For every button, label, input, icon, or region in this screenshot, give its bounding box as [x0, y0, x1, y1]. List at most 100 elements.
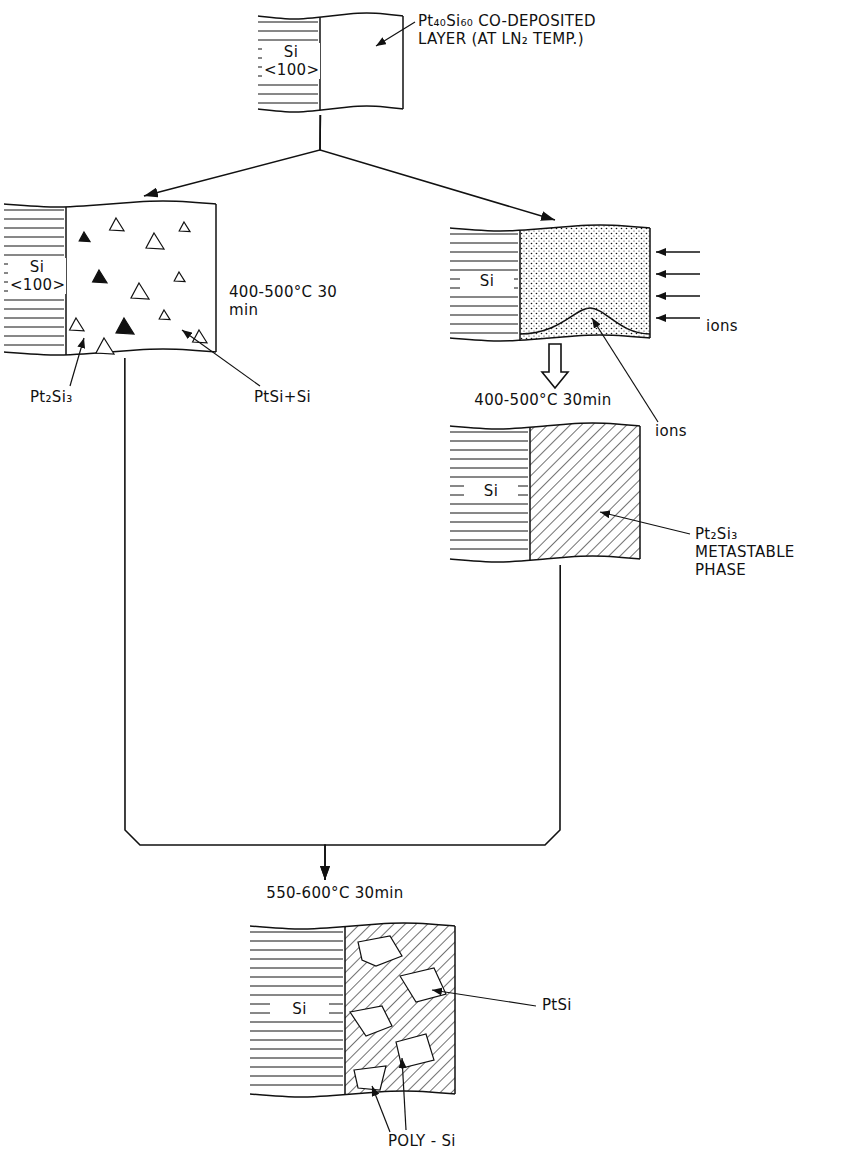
substrate-hatch	[250, 986, 343, 987]
film-fill	[520, 225, 650, 340]
substrate-hatch	[450, 315, 518, 316]
substrate-hatch	[250, 1067, 343, 1068]
anneal-condition: 400-500°C 30 min	[229, 283, 344, 319]
ion-callout: ions	[706, 317, 766, 335]
sample-panel: SiPt₂Si₃ METASTABLE PHASE	[450, 420, 640, 565]
substrate-hatch	[250, 1058, 343, 1059]
substrate-hatch	[250, 968, 343, 969]
process-connector	[320, 115, 555, 220]
substrate-hatch	[450, 450, 528, 451]
sample-panel: Si <100>Pt₄₀Si₆₀ CO-DEPOSITED LAYER (AT …	[258, 10, 403, 115]
substrate-hatch	[258, 103, 318, 104]
substrate-hatch	[250, 1031, 343, 1032]
crystallite	[179, 222, 190, 232]
process-connector	[325, 565, 560, 880]
substrate-label: Si <100>	[8, 258, 66, 294]
sample-edge	[250, 923, 455, 929]
substrate-hatch	[450, 306, 518, 307]
sample-edge	[258, 106, 403, 112]
interface-line	[529, 427, 531, 560]
substrate-hatch	[450, 261, 518, 262]
leader-line	[432, 990, 536, 1006]
substrate-hatch	[250, 995, 343, 996]
substrate-hatch	[4, 255, 64, 256]
phase-callout: Pt₂Si₃	[30, 388, 94, 406]
crystallite	[131, 283, 149, 299]
substrate-hatch	[450, 432, 528, 433]
crystallite	[116, 318, 134, 334]
anneal-condition: 400-500°C 30min	[471, 391, 614, 409]
poly-si-grain	[354, 1066, 386, 1090]
poly-si-grain	[358, 936, 402, 966]
leader-line	[372, 1086, 390, 1132]
substrate-hatch	[4, 309, 64, 310]
crystallite	[193, 330, 207, 343]
substrate-hatch	[450, 234, 518, 235]
sample-panel: SiPtSiPOLY - Si	[250, 920, 455, 1100]
film-surface	[215, 204, 217, 352]
crystallite	[96, 338, 114, 354]
phase-callout: POLY - Si	[388, 1132, 498, 1150]
crystallite	[174, 272, 185, 282]
crystallite	[93, 270, 107, 283]
ion-beam-arrow	[656, 317, 700, 319]
substrate-hatch	[450, 297, 518, 298]
crystallite	[110, 218, 124, 231]
substrate-hatch	[4, 228, 64, 229]
substrate-hatch	[450, 324, 518, 325]
substrate-hatch	[450, 243, 518, 244]
substrate-hatch	[4, 300, 64, 301]
layer-callout: Pt₄₀Si₆₀ CO-DEPOSITED LAYER (AT LN₂ TEMP…	[418, 12, 603, 48]
process-arrow	[542, 344, 568, 388]
substrate-hatch	[250, 1049, 343, 1050]
substrate-hatch	[250, 950, 343, 951]
substrate-hatch	[258, 22, 318, 23]
poly-si-grain	[350, 1006, 392, 1036]
film-surface	[639, 426, 641, 559]
substrate-hatch	[4, 237, 64, 238]
sample-edge	[250, 1091, 455, 1097]
leader-line	[600, 512, 690, 534]
substrate-hatch	[250, 1085, 343, 1086]
process-connector	[144, 115, 320, 196]
substrate-label: Si	[460, 272, 514, 290]
sample-edge	[450, 225, 650, 231]
substrate-hatch	[250, 1040, 343, 1041]
leader-line	[70, 338, 84, 386]
sample-edge	[4, 201, 216, 207]
substrate-hatch	[450, 504, 528, 505]
substrate-hatch	[450, 270, 518, 271]
poly-si-grain	[400, 968, 446, 1002]
substrate-label: Si <100>	[262, 43, 320, 79]
leader-line	[182, 330, 260, 386]
substrate-hatch	[4, 336, 64, 337]
film-surface	[649, 228, 651, 338]
substrate-hatch	[450, 459, 528, 460]
substrate-hatch	[450, 333, 518, 334]
sample-edge	[450, 556, 640, 562]
crystallite	[70, 318, 84, 331]
substrate-hatch	[250, 977, 343, 978]
substrate-hatch	[250, 941, 343, 942]
phase-callout: Pt₂Si₃ METASTABLE PHASE	[695, 525, 820, 579]
substrate-hatch	[250, 1022, 343, 1023]
film-fill	[345, 923, 455, 1095]
substrate-hatch	[450, 549, 528, 550]
substrate-hatch	[4, 318, 64, 319]
substrate-hatch	[450, 540, 528, 541]
substrate-hatch	[258, 31, 318, 32]
substrate-hatch	[450, 468, 528, 469]
ion-callout: ions	[655, 422, 715, 440]
substrate-hatch	[258, 94, 318, 95]
substrate-hatch	[250, 959, 343, 960]
leader-line	[402, 1058, 406, 1130]
substrate-hatch	[4, 246, 64, 247]
substrate-hatch	[4, 210, 64, 211]
ion-beam-arrow	[656, 295, 700, 297]
substrate-hatch	[450, 513, 528, 514]
ion-beam-arrow	[656, 251, 700, 253]
ion-beam-arrow	[656, 273, 700, 275]
substrate-hatch	[250, 932, 343, 933]
anneal-condition: 550-600°C 30min	[263, 884, 406, 902]
substrate-hatch	[258, 85, 318, 86]
